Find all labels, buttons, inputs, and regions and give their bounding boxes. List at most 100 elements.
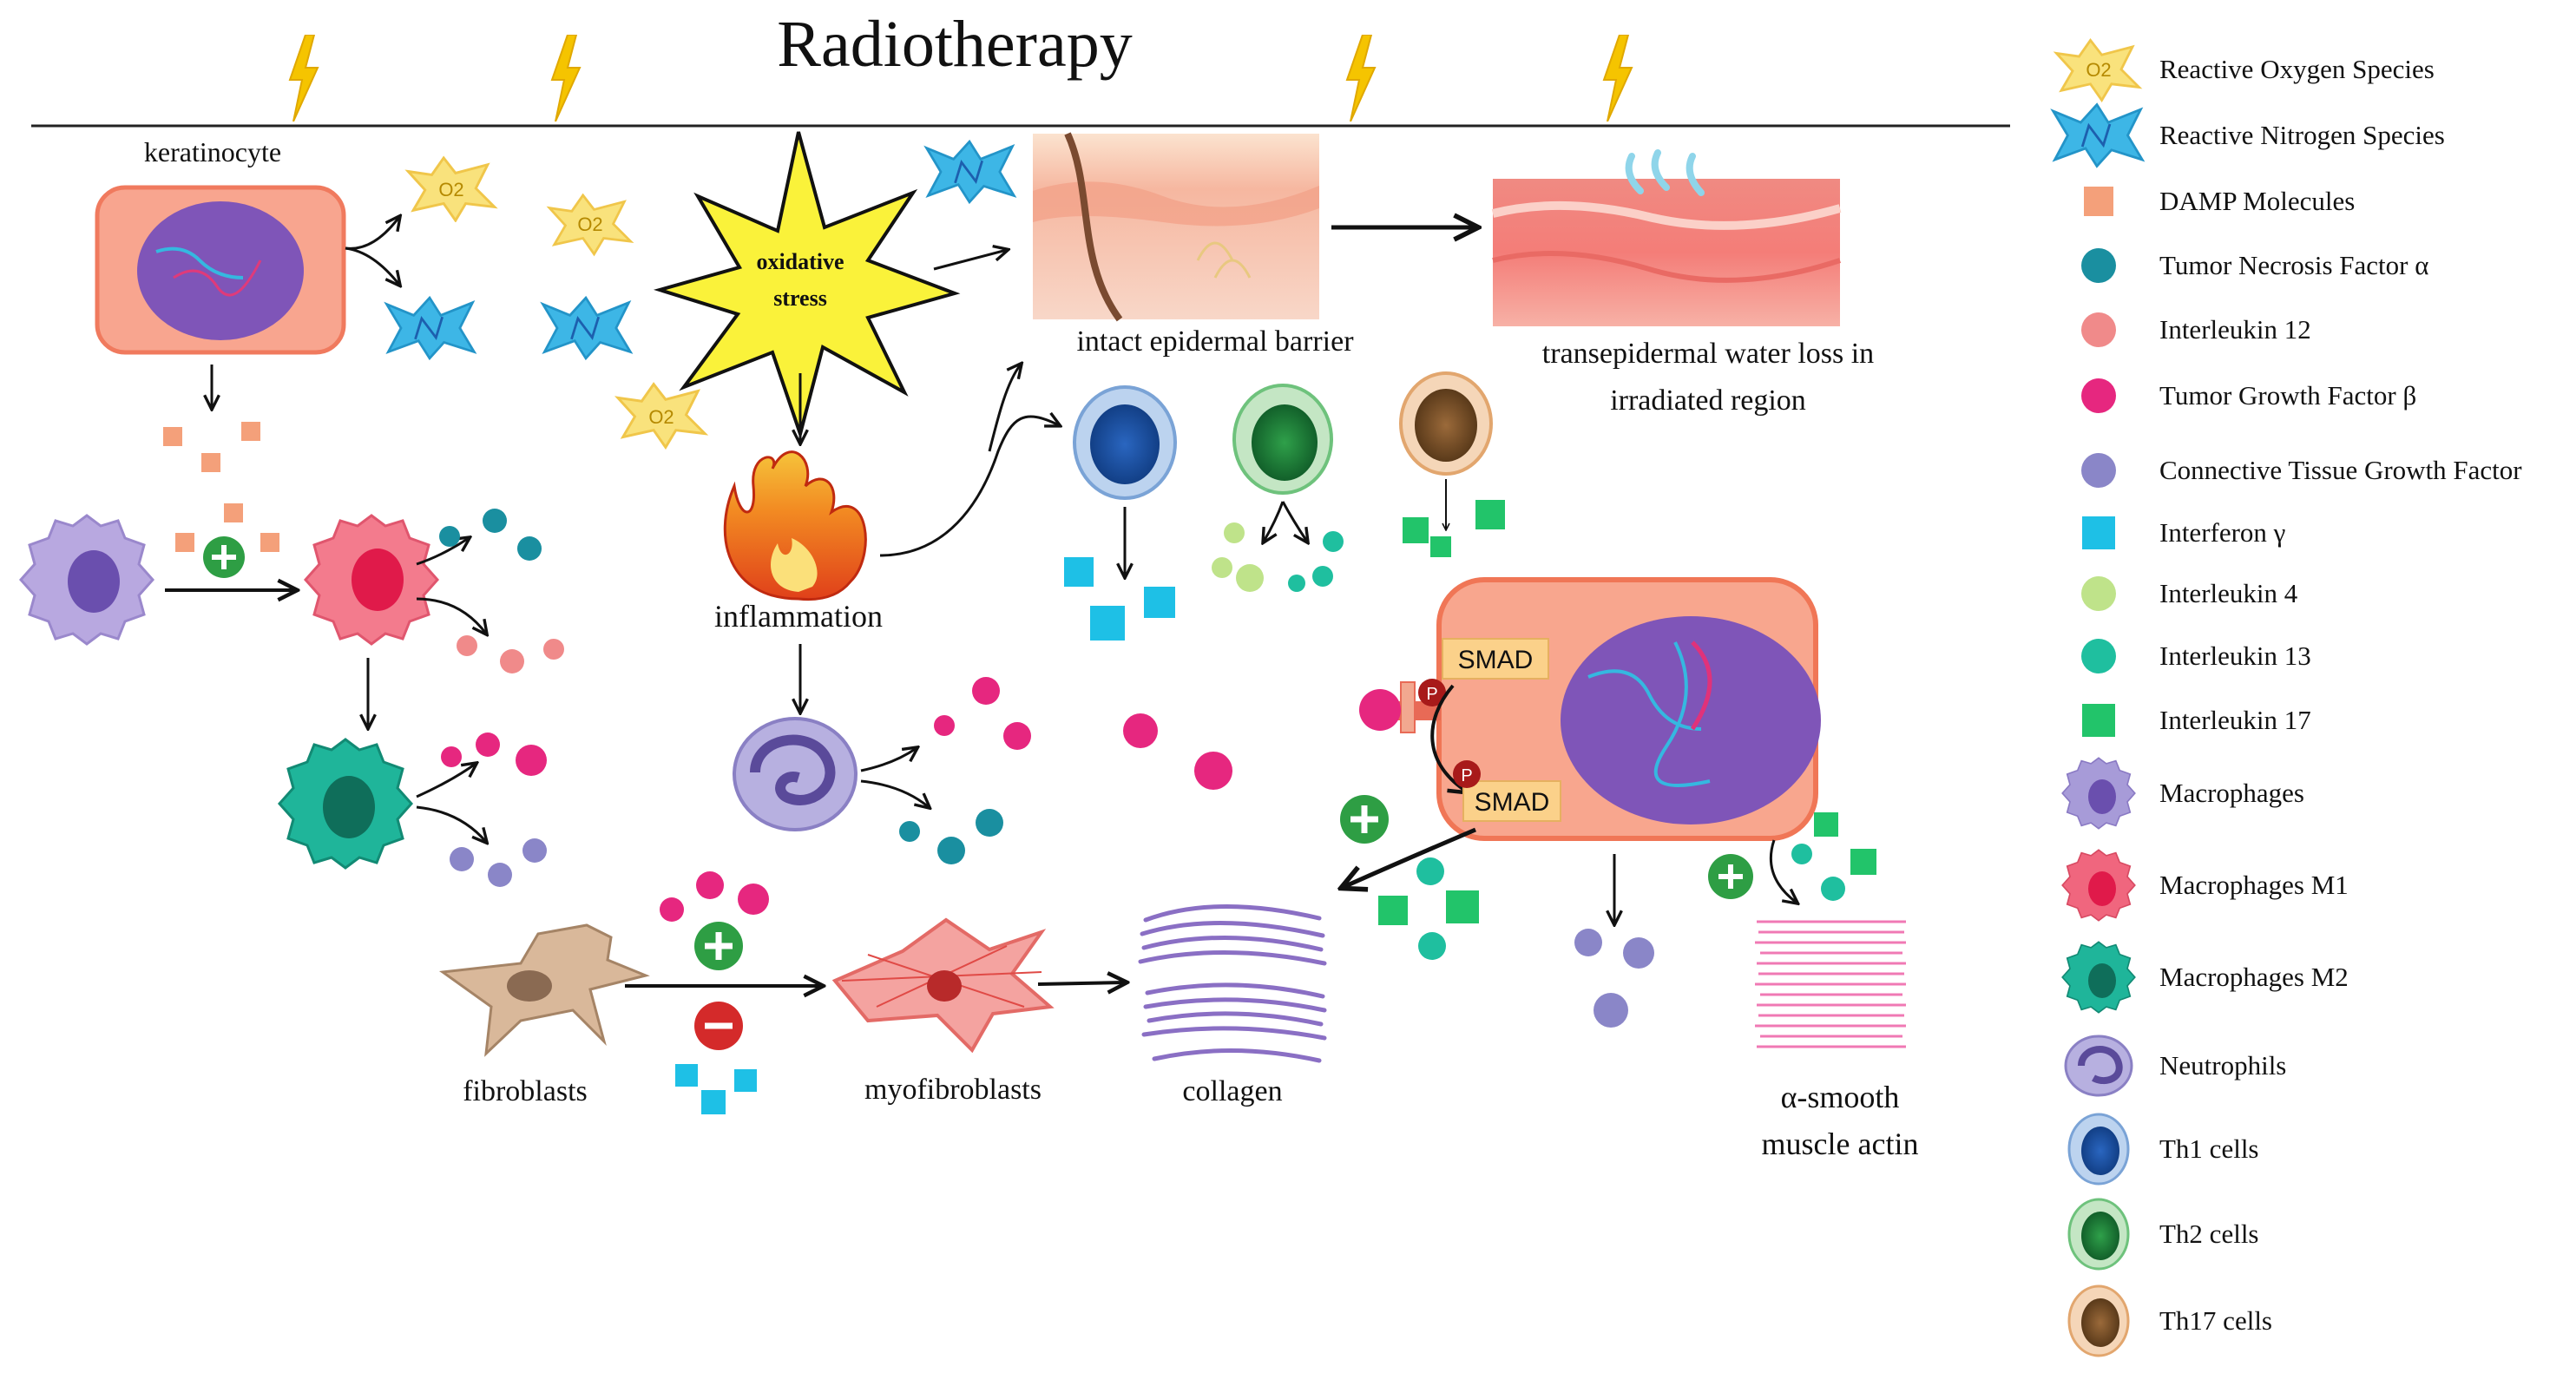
radiation-bolt-icon	[1603, 35, 1633, 122]
keratinocyte-label: keratinocyte	[144, 136, 281, 168]
diagram-title: Radiotherapy	[777, 8, 1132, 81]
inflammation-flame-icon	[723, 450, 867, 601]
plus-sign-icon	[694, 922, 743, 970]
ctgf-molecules	[1574, 929, 1654, 1028]
smad-top-badge: SMAD	[1442, 638, 1549, 680]
legend-item: Connective Tissue Growth Factor	[2081, 453, 2522, 488]
keratinocyte-cell	[95, 185, 346, 355]
collagen-label: collagen	[1182, 1075, 1282, 1107]
il13-dot-icon	[2081, 639, 2116, 673]
tewl-label-line2: irradiated region	[1610, 384, 1806, 417]
interferon-gamma-molecules	[1064, 557, 1175, 641]
legend-item: Interleukin 12	[2081, 312, 2311, 347]
phospho-label: P	[1461, 766, 1472, 785]
il13-molecules	[1288, 531, 1344, 592]
intact-barrier-label: intact epidermal barrier	[1076, 325, 1354, 358]
ros-star-icon: O2	[2054, 38, 2140, 102]
il13-molecules	[1791, 844, 1845, 901]
legend-label: Neutrophils	[2159, 1050, 2286, 1081]
il17-molecules	[1378, 890, 1479, 925]
th2-cell	[1232, 384, 1333, 495]
plus-sign-icon	[1340, 795, 1389, 844]
smad-bottom-badge: SMAD	[1462, 780, 1561, 822]
legend-label: Tumor Growth Factor β	[2159, 380, 2416, 411]
legend-label: Interferon γ	[2159, 517, 2285, 548]
myofibroblasts-label: myofibroblasts	[864, 1074, 1042, 1106]
legend-item: O2 Reactive Oxygen Species	[2054, 38, 2435, 102]
asma-label-line1: α-smooth	[1781, 1080, 1900, 1114]
svg-text:O2: O2	[2086, 59, 2111, 81]
neutrophil-icon	[2064, 1035, 2133, 1097]
rns-star-icon	[925, 140, 1015, 204]
legend-item: Macrophages M1	[2061, 849, 2349, 922]
smad-receptor	[1389, 681, 1441, 733]
legend-label: Th17 cells	[2159, 1305, 2272, 1336]
il4-molecules	[1212, 522, 1264, 592]
plus-sign-icon	[1708, 854, 1753, 899]
smad-bottom-label: SMAD	[1475, 788, 1550, 817]
legend-label: Th1 cells	[2159, 1133, 2259, 1164]
macrophage-m1-nucleus	[352, 549, 404, 611]
il17-square-icon	[2082, 704, 2115, 737]
smad-top-label: SMAD	[1458, 646, 1534, 674]
tgf-beta-molecules	[934, 677, 1031, 750]
legend-item: Interferon γ	[2082, 516, 2285, 549]
legend-label: Interleukin 12	[2159, 314, 2311, 345]
legend-label: Reactive Oxygen Species	[2159, 54, 2435, 84]
rns-star-icon	[542, 296, 632, 360]
legend-item: Macrophages M2	[2061, 941, 2349, 1014]
legend-label: Interleukin 13	[2159, 641, 2311, 671]
macrophage-m2-icon	[2061, 941, 2136, 1014]
th1-cell	[1073, 385, 1177, 500]
legend-label: Reactive Nitrogen Species	[2159, 120, 2445, 150]
legend-label: Th2 cells	[2159, 1219, 2259, 1249]
irradiated-skin-image	[1491, 149, 1842, 326]
oxidative-label: oxidative	[756, 249, 844, 274]
th17-cell-icon	[2067, 1284, 2130, 1357]
fibroblasts-label: fibroblasts	[463, 1075, 588, 1107]
legend-item: Interleukin 17	[2082, 704, 2311, 737]
il17-molecules	[1403, 500, 1505, 557]
ifn-square-icon	[2082, 516, 2115, 549]
asma-label-line2: muscle actin	[1762, 1127, 1919, 1161]
macrophage-m1-icon	[2061, 849, 2136, 922]
il17-molecules	[1814, 812, 1876, 875]
collagen-fibers	[1138, 903, 1327, 1063]
rns-star-icon	[2052, 103, 2144, 168]
legend-item: DAMP Molecules	[2084, 186, 2355, 216]
tnf-dot-icon	[2081, 248, 2116, 283]
radiation-bolt-icon	[289, 35, 319, 122]
tgf-dot-icon	[2081, 378, 2116, 413]
legend-item: Interleukin 4	[2081, 576, 2298, 611]
tgf-beta-molecules	[660, 871, 769, 922]
macrophage-m2-nucleus	[323, 776, 375, 838]
o2-label: O2	[648, 406, 674, 428]
macrophage-icon	[2061, 757, 2136, 830]
damp-molecules	[163, 422, 279, 552]
legend-item: Interleukin 13	[2081, 639, 2311, 673]
ctgf-dot-icon	[2081, 453, 2116, 488]
o2-label: O2	[438, 179, 463, 200]
tgf-beta-ligand	[1359, 689, 1401, 731]
tgf-beta-molecules	[441, 732, 547, 776]
legend-label: Connective Tissue Growth Factor	[2159, 455, 2522, 485]
macrophage-nucleus	[68, 550, 120, 613]
ctgf-molecules	[450, 838, 547, 887]
tgf-beta-molecules	[1123, 713, 1232, 790]
legend-item: Tumor Necrosis Factor α	[2081, 248, 2428, 283]
fibroblast-cell	[438, 923, 650, 1057]
rns-star-icon	[385, 296, 476, 360]
legend-label: DAMP Molecules	[2159, 186, 2355, 216]
neutrophil-cell	[733, 717, 858, 831]
legend-label: Macrophages M1	[2159, 870, 2349, 900]
th17-cell	[1399, 371, 1493, 476]
legend-item: Th2 cells	[2067, 1198, 2259, 1271]
o2-label: O2	[577, 214, 602, 235]
legend-label: Tumor Necrosis Factor α	[2159, 250, 2428, 280]
myofibroblast-cell	[831, 917, 1055, 1054]
il4-dot-icon	[2081, 576, 2116, 611]
oxidative-stress-burst: oxidative stress	[653, 131, 961, 440]
